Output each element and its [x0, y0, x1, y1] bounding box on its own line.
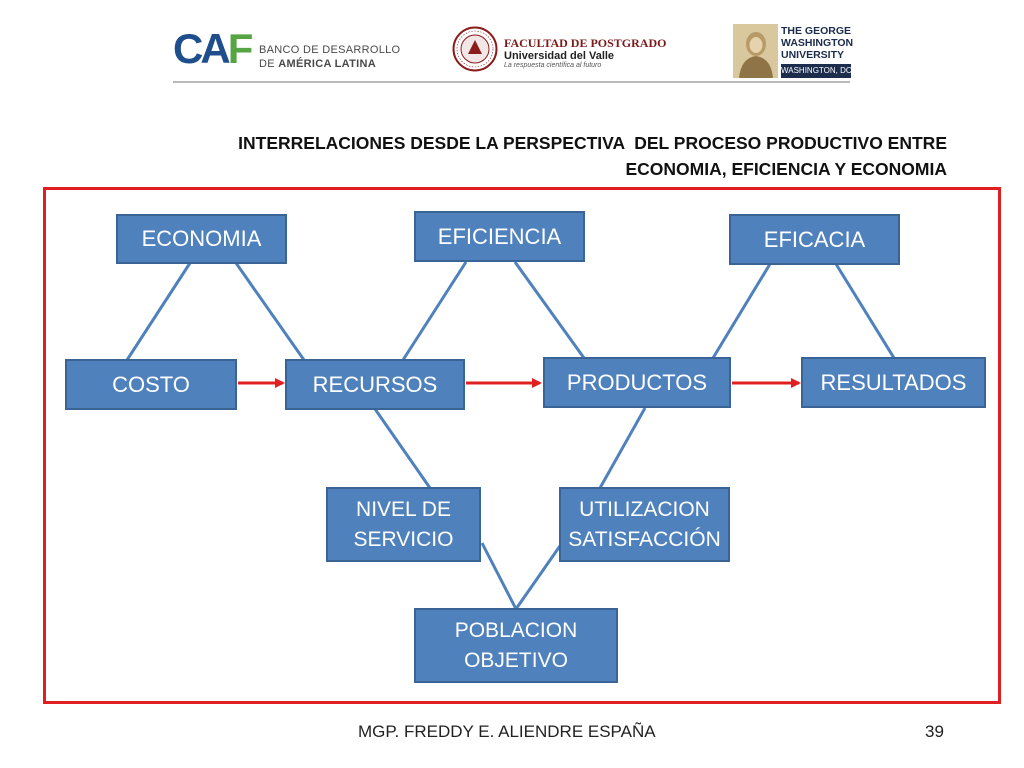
caf-mark: CAF: [173, 25, 253, 72]
title-line1: INTERRELACIONES DESDE LA PERSPECTIVA DEL…: [238, 133, 947, 153]
link-economia-recursos: [234, 262, 306, 361]
washington-portrait-icon: [733, 24, 778, 78]
diagram-frame: [43, 187, 1001, 704]
link-utilizacion-poblacion: [514, 542, 564, 610]
node-eficacia: EFICACIA: [729, 214, 900, 265]
node-eficiencia: EFICIENCIA: [414, 211, 585, 262]
node-nivel-servicio: NIVEL DE SERVICIO: [326, 487, 481, 562]
logo-bar: CAF BANCO DE DESARROLLO DE AMÉRICA LATIN…: [0, 0, 1024, 90]
footer-author: MGP. FREDDY E. ALIENDRE ESPAÑA: [358, 722, 656, 741]
link-productos-utilizacion: [598, 407, 647, 489]
univalle-seal-icon: [452, 26, 498, 72]
node-costo: COSTO: [65, 359, 237, 410]
link-eficacia-productos: [711, 263, 772, 359]
link-nivel-poblacion: [480, 542, 518, 610]
link-recursos-nivel: [373, 408, 432, 489]
node-productos: PRODUCTOS: [543, 357, 731, 408]
link-eficiencia-recursos: [401, 261, 468, 361]
link-economia-costo: [125, 262, 192, 361]
link-eficacia-resultados: [834, 263, 896, 359]
gwu-logo: THE GEORGE WASHINGTON UNIVERSITY WASHING…: [733, 24, 854, 78]
univalle-name: Universidad del Valle: [504, 50, 615, 62]
node-resultados: RESULTADOS: [801, 357, 986, 408]
slide-title: INTERRELACIONES DESDE LA PERSPECTIVA DEL…: [187, 130, 947, 182]
node-economia: ECONOMIA: [116, 214, 287, 264]
title-line2: ECONOMIA, EFICIENCIA Y ECONOMIA: [625, 159, 947, 179]
univalle-logo: FACULTAD DE POSTGRADO Universidad del Va…: [452, 26, 677, 76]
link-eficiencia-productos: [513, 261, 586, 359]
caf-line1: BANCO DE DESARROLLO: [259, 44, 401, 56]
gwu-name-line2: WASHINGTON: [781, 37, 854, 49]
univalle-faculty: FACULTAD DE POSTGRADO: [504, 36, 667, 50]
gwu-name-line3: UNIVERSITY: [781, 49, 845, 61]
gwu-city: WASHINGTON, DC: [781, 64, 852, 78]
caf-line2-bold: AMÉRICA LATINA: [278, 58, 376, 70]
gwu-name-line1: THE GEORGE: [781, 25, 852, 37]
node-poblacion-objetivo: POBLACION OBJETIVO: [414, 608, 618, 683]
caf-logo: CAF BANCO DE DESARROLLO DE AMÉRICA LATIN…: [173, 26, 423, 76]
univalle-motto: La respuesta científica al futuro: [504, 62, 602, 69]
node-recursos: RECURSOS: [285, 359, 465, 410]
page-number: 39: [925, 722, 944, 741]
caf-line2-prefix: DE: [259, 58, 279, 70]
node-utilizacion-satisfaccion: UTILIZACION SATISFACCIÓN: [559, 487, 730, 562]
header-divider: [173, 81, 850, 83]
